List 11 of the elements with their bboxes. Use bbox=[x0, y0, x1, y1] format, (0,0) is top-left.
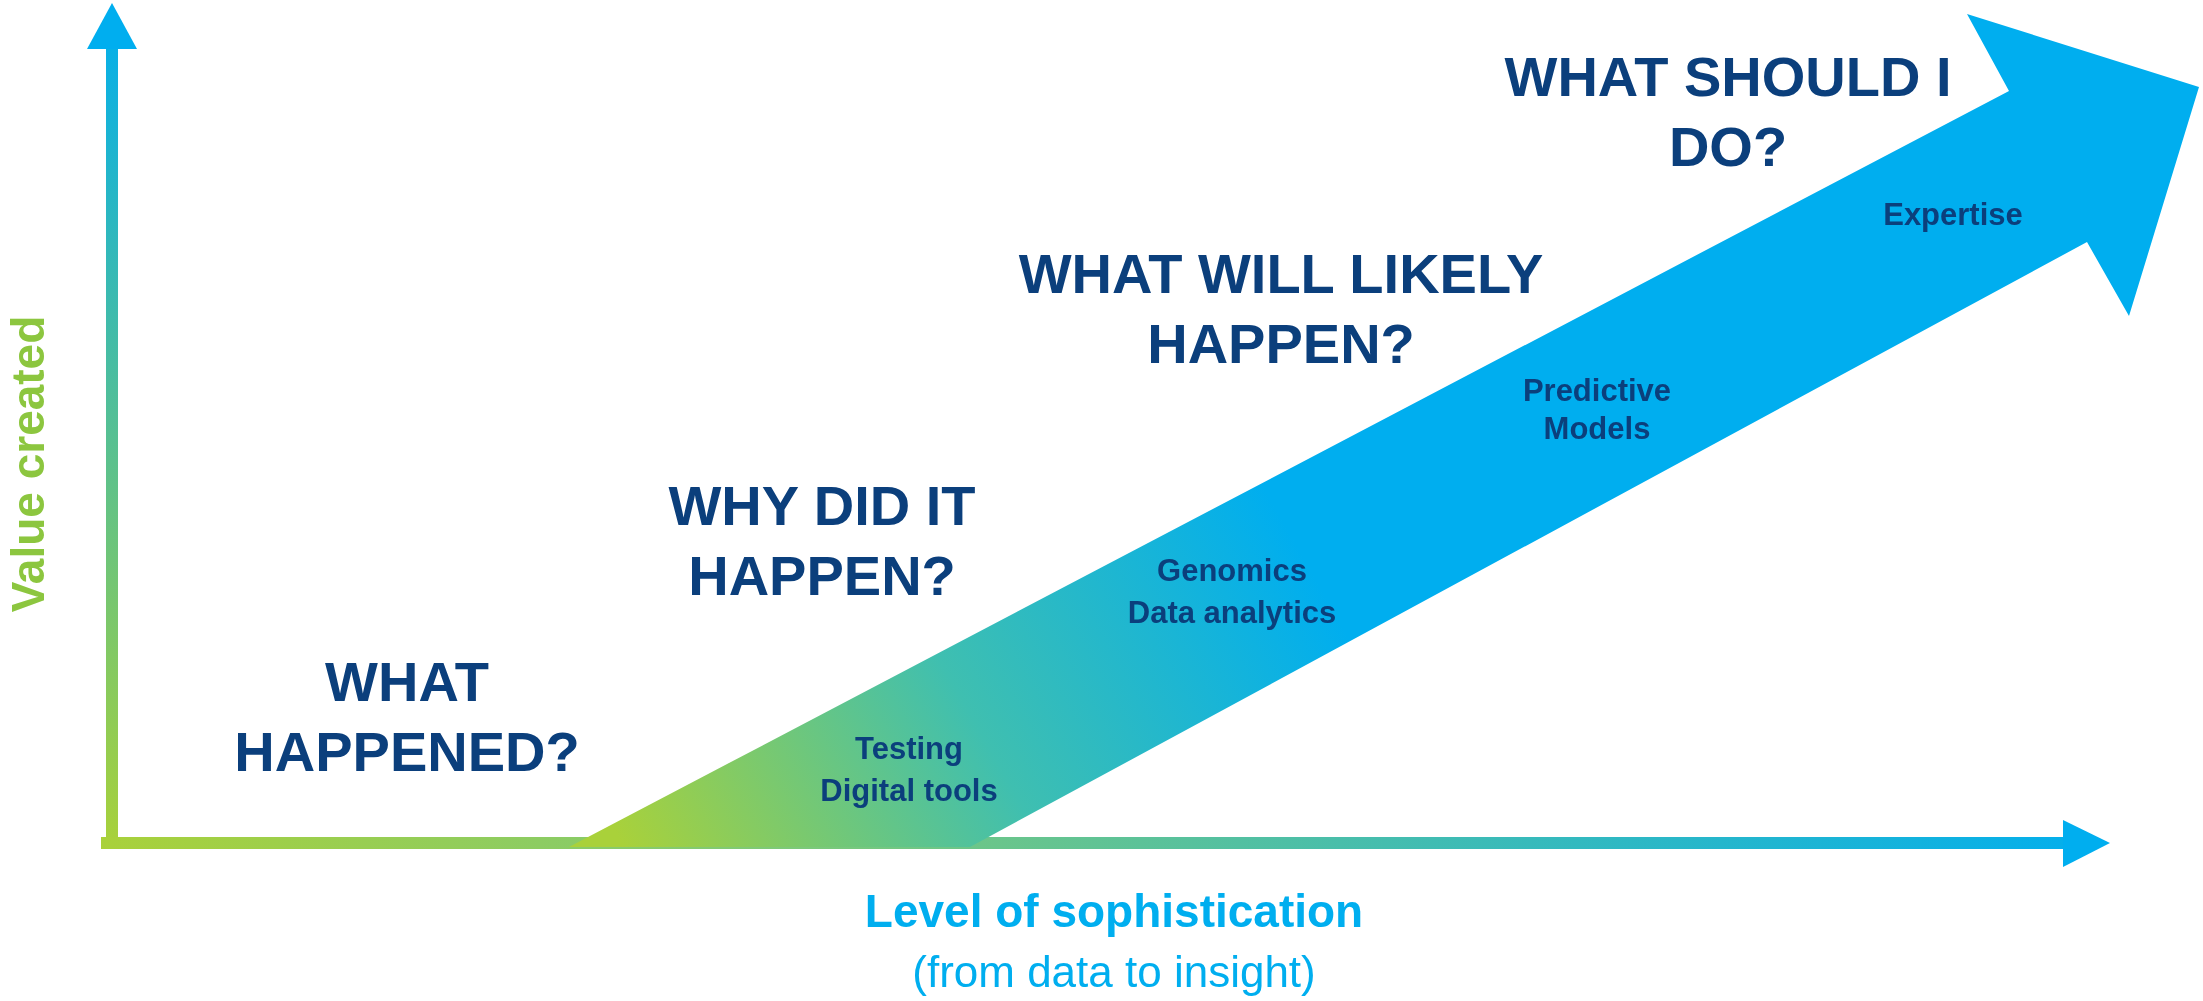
stage-label: Testing bbox=[854, 730, 964, 768]
stage-label: Data analytics bbox=[1126, 594, 1338, 632]
axis-title: Value created bbox=[2, 314, 54, 615]
stage-label: Digital tools bbox=[819, 772, 999, 810]
question-heading: WHAT SHOULD I DO? bbox=[1503, 44, 1953, 180]
question-heading: WHY DID IT HAPPEN? bbox=[667, 473, 977, 609]
stage-label: Expertise bbox=[1882, 196, 2024, 234]
stage-label: Genomics bbox=[1156, 552, 1308, 590]
axis-subtitle: (from data to insight) bbox=[911, 946, 1317, 998]
question-heading: WHAT HAPPENED? bbox=[233, 649, 581, 785]
axis-title: Level of sophistication bbox=[863, 884, 1365, 938]
